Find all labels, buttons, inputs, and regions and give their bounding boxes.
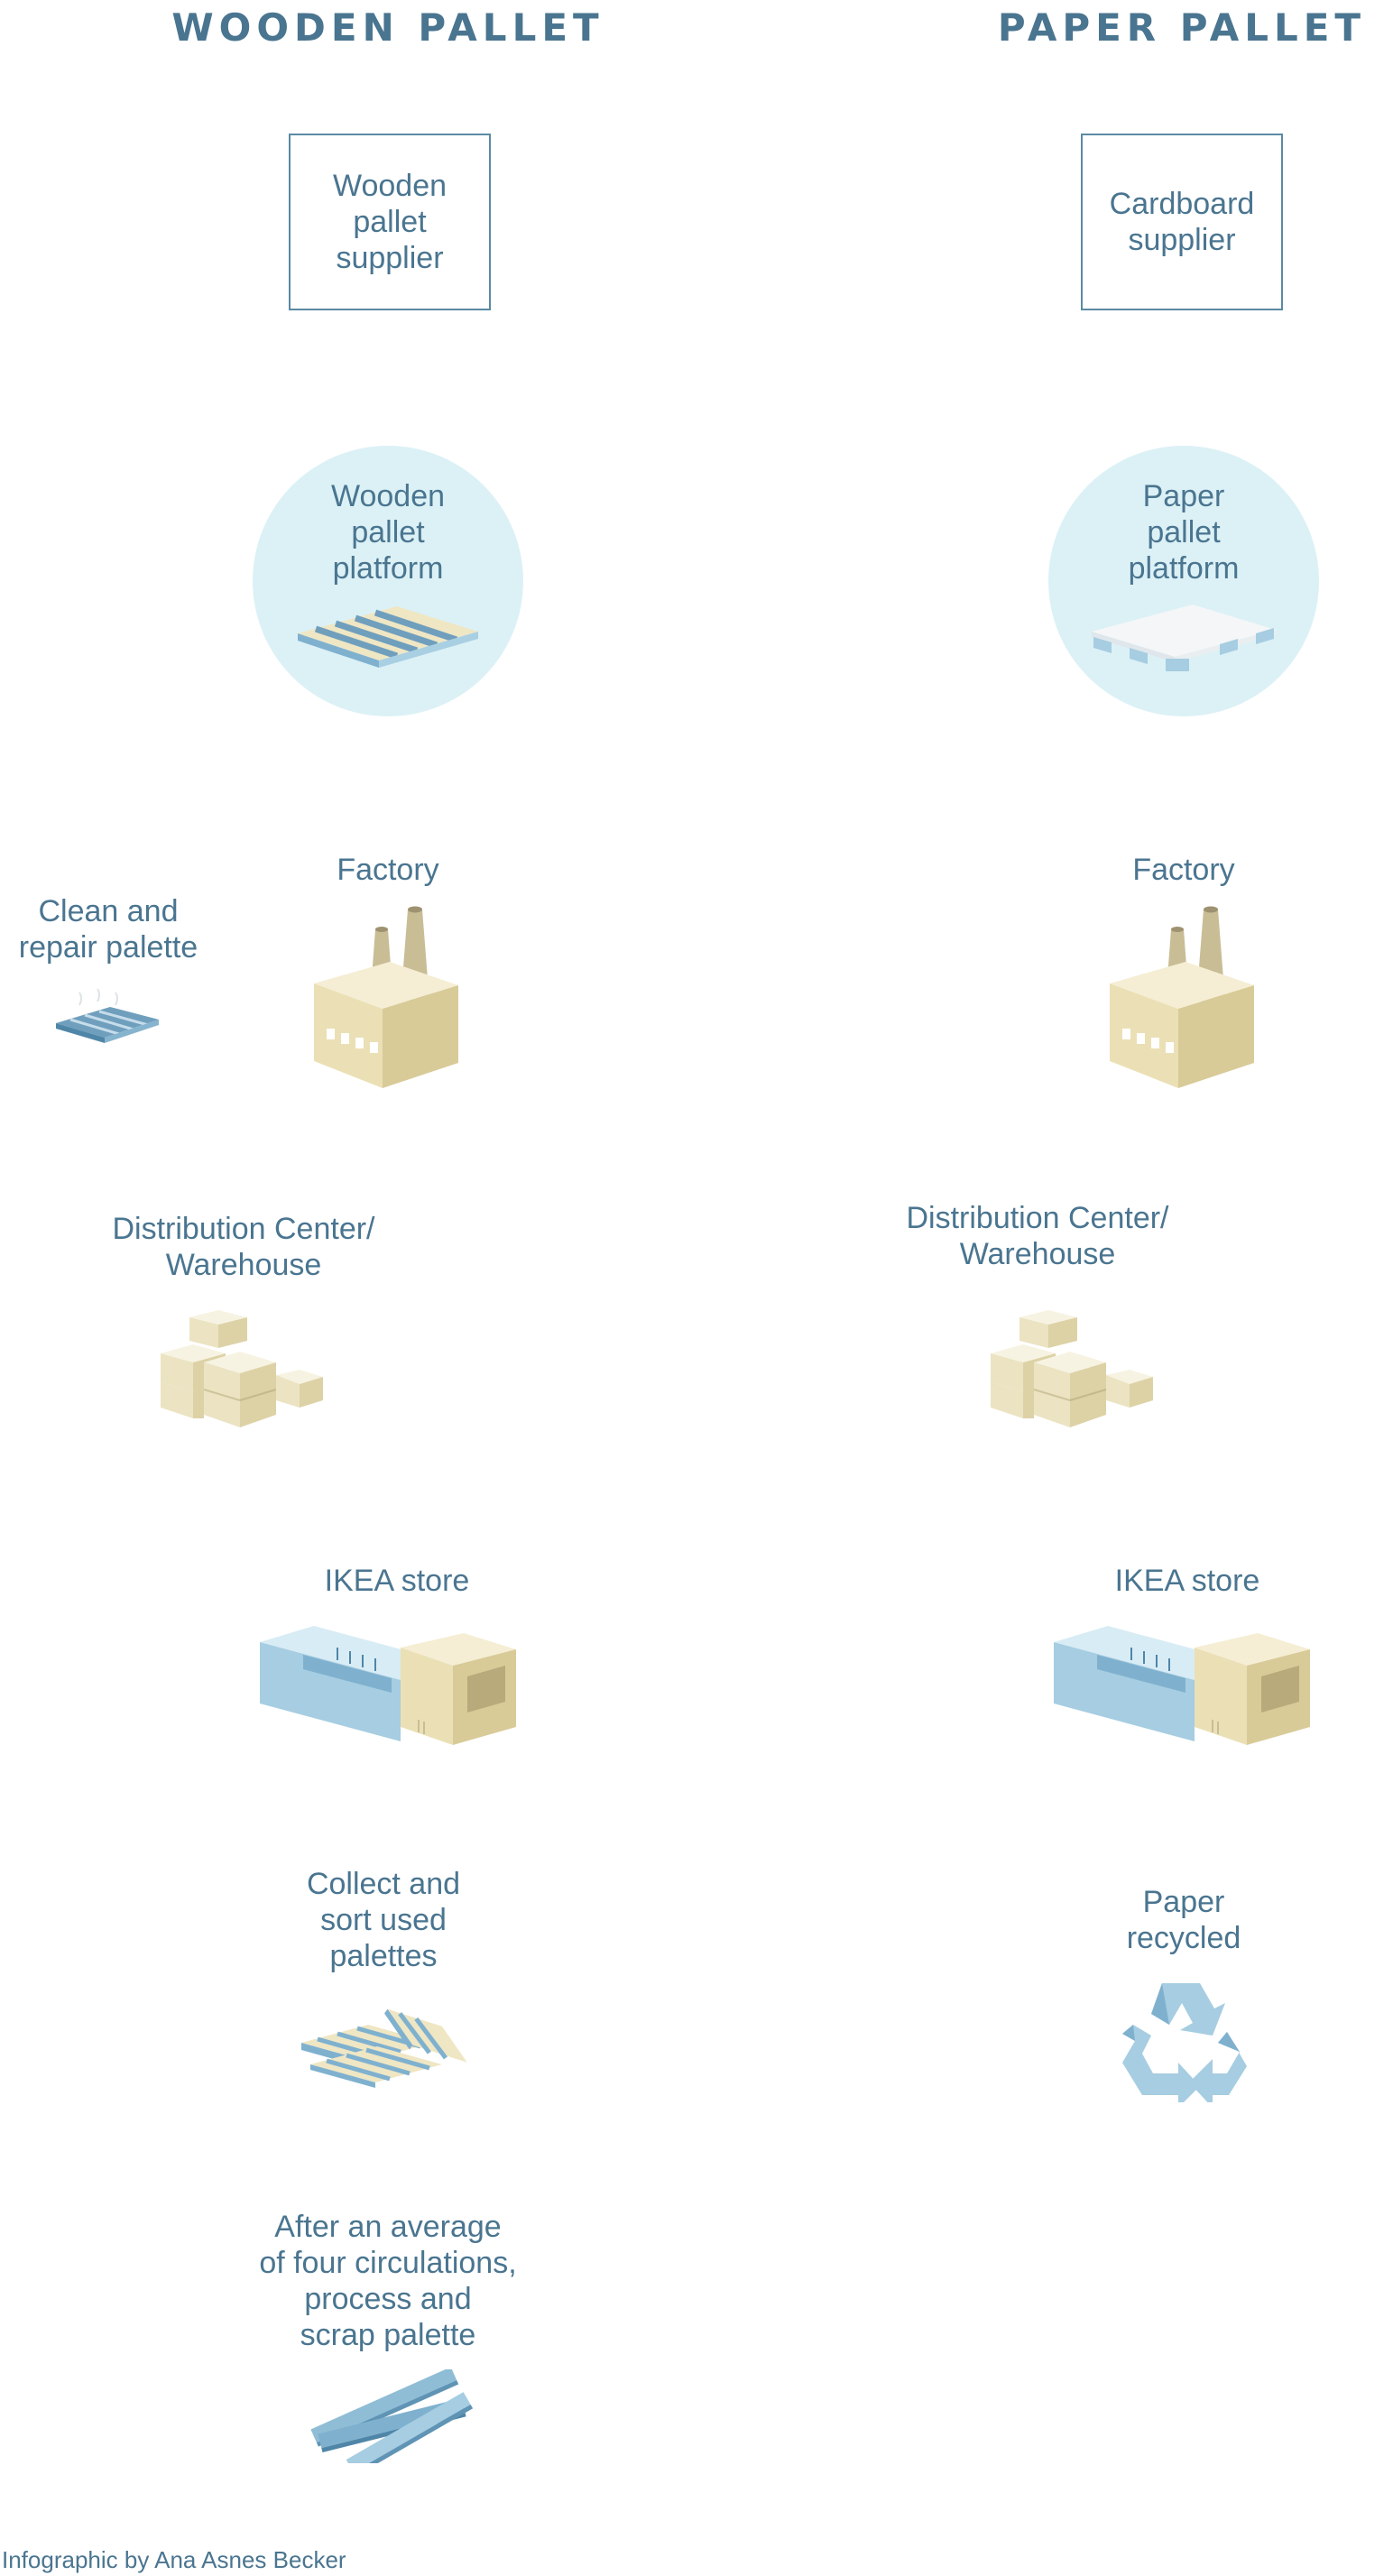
wooden-pallet-icon	[298, 606, 478, 668]
boxes-icon	[161, 1310, 323, 1427]
paper-distribution-label: Distribution Center/Warehouse	[906, 1201, 1169, 1271]
paper-store-label: IKEA store	[1114, 1564, 1260, 1598]
recycle-icon	[1122, 1983, 1247, 2102]
wooden-store-label: IKEA store	[324, 1564, 470, 1598]
boxes-icon	[991, 1310, 1153, 1427]
paper-pallet-title: PAPER PALLET	[997, 5, 1367, 50]
credit-text: Infographic by Ana Asnes Becker	[2, 2546, 346, 2573]
paper-pallet-icon	[1092, 605, 1276, 671]
wooden-factory-label: Factory	[337, 853, 439, 887]
small-pallet-icon	[56, 989, 159, 1043]
scrap-planks-icon	[310, 2369, 474, 2463]
store-building-icon	[260, 1626, 516, 1745]
wooden-pallet-title: WOODEN PALLET	[171, 5, 604, 50]
paper-factory-label: Factory	[1132, 853, 1235, 887]
wooden-distribution-label: Distribution Center/Warehouse	[112, 1212, 375, 1282]
store-building-icon	[1054, 1626, 1310, 1745]
factory-icon	[1110, 906, 1254, 1088]
factory-icon	[314, 906, 458, 1088]
pallet-stack-icon	[301, 2008, 467, 2088]
